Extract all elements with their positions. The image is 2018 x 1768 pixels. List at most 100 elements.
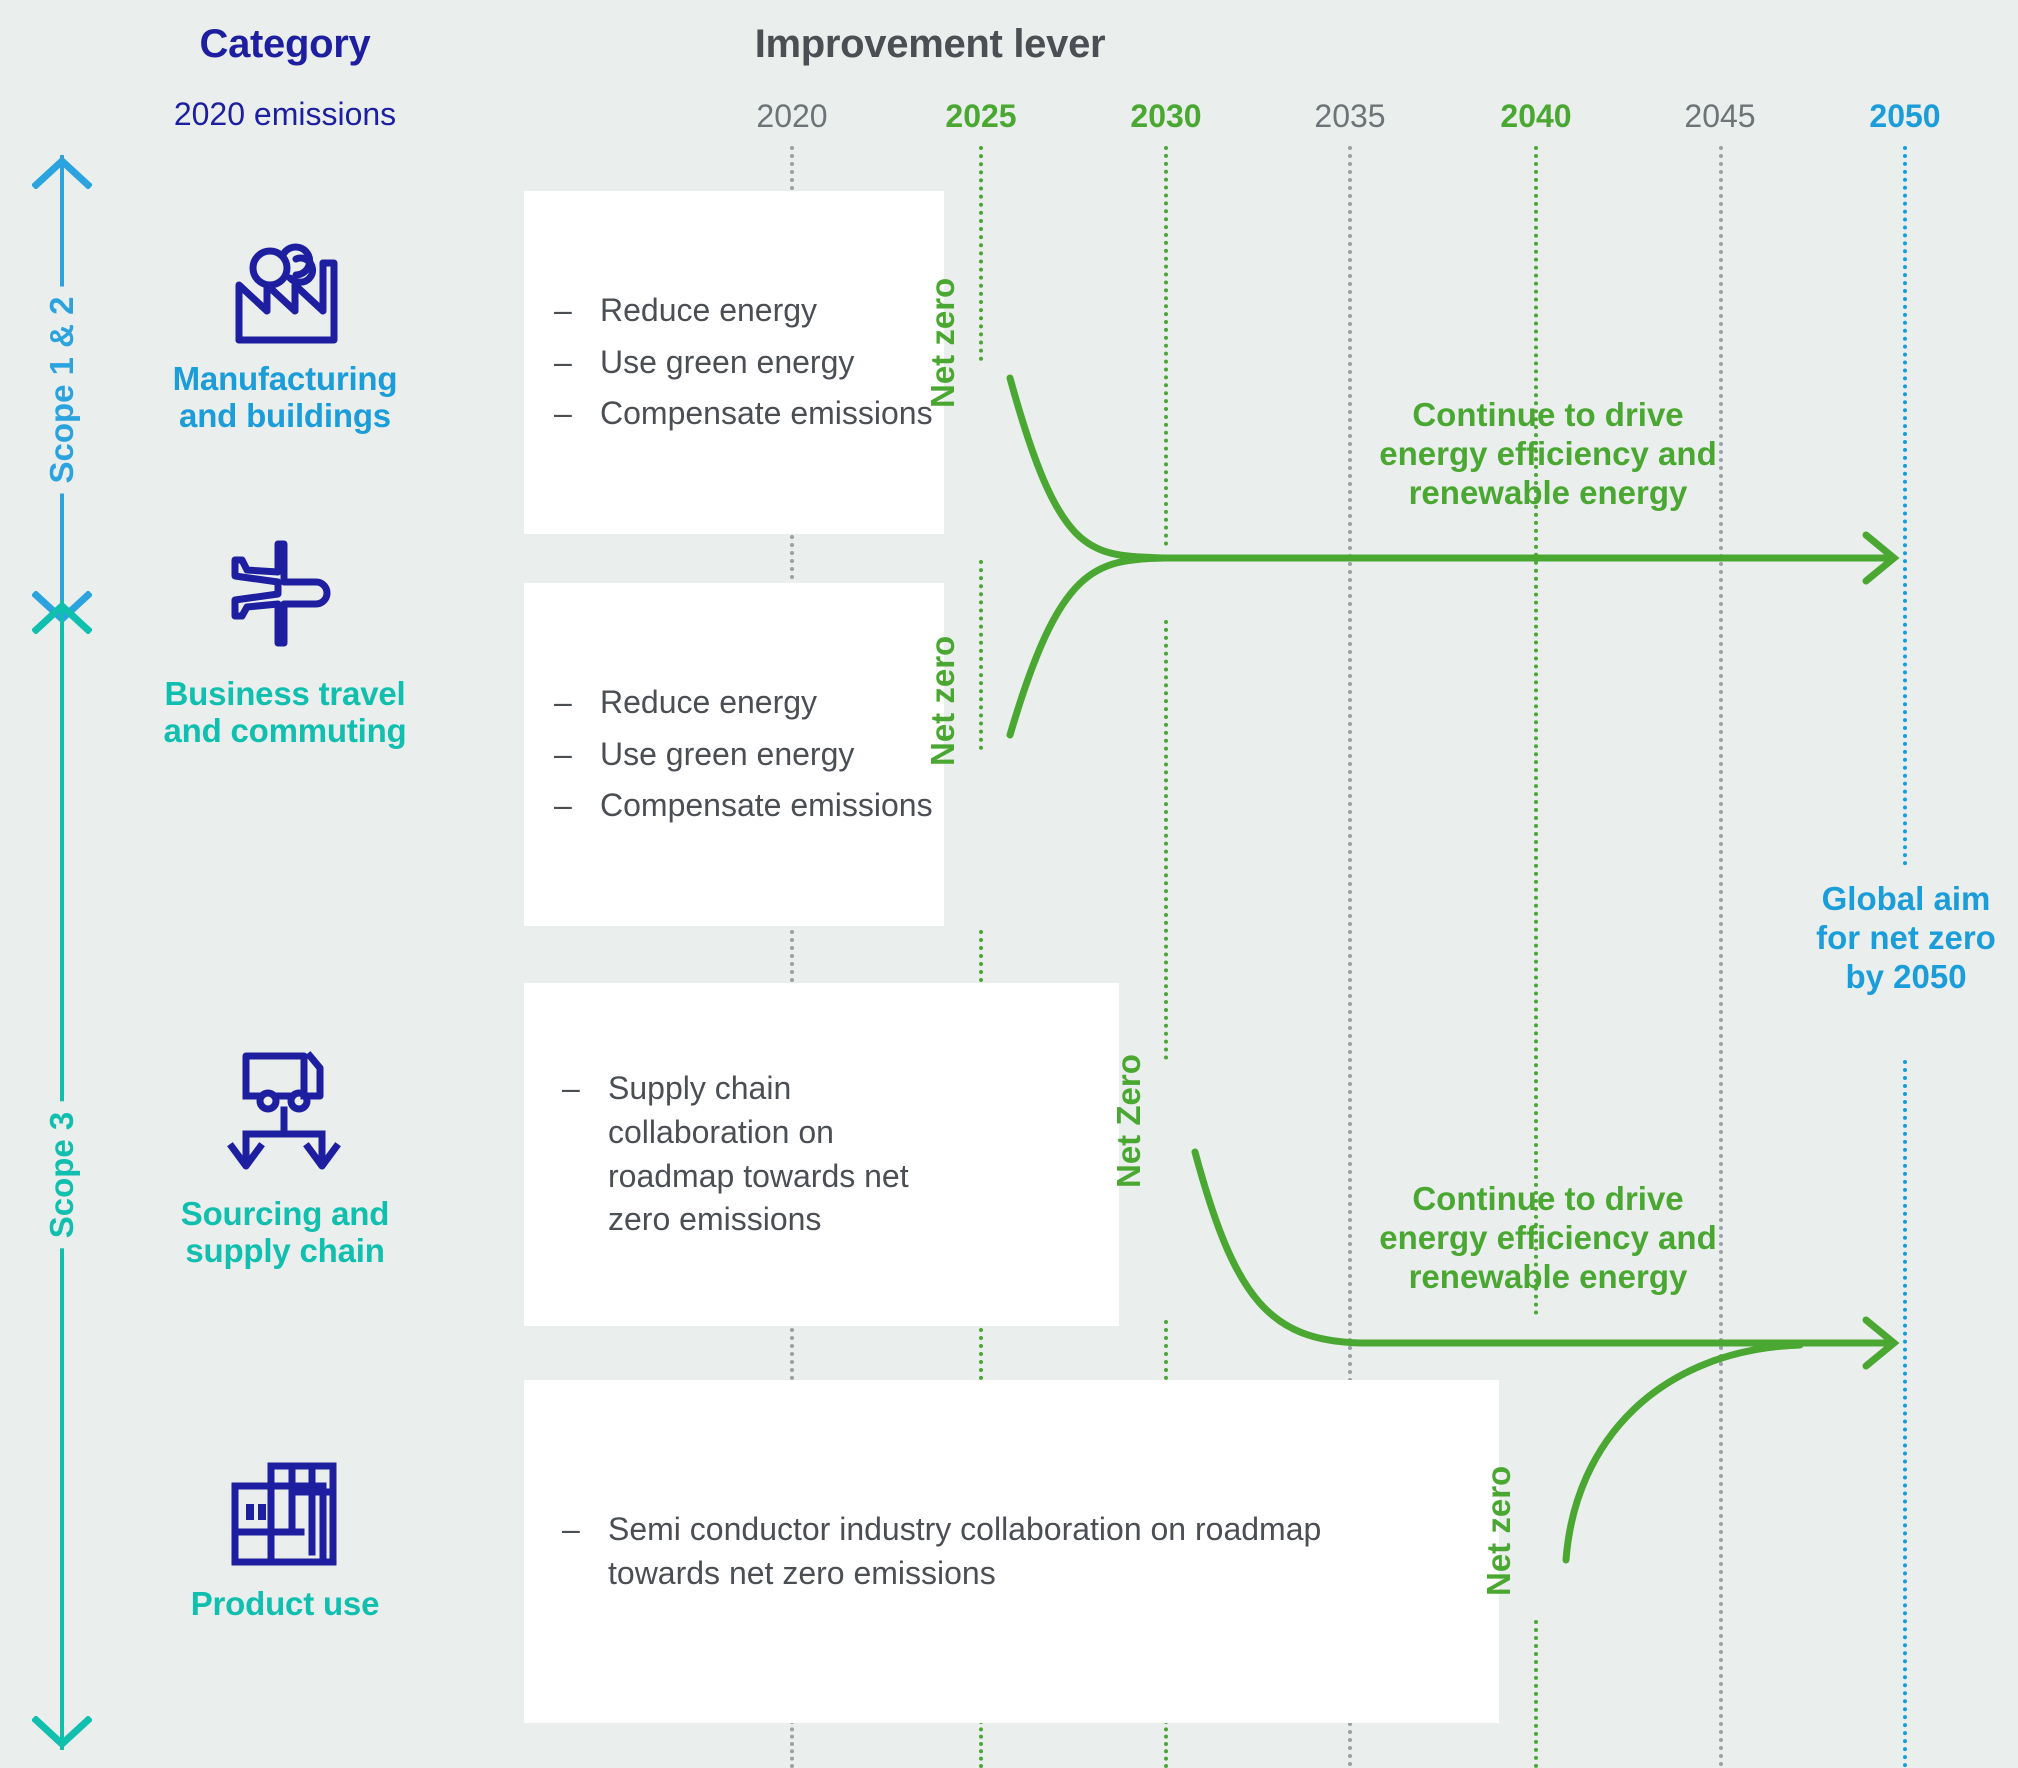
list-item-text: Use green energy <box>600 343 855 380</box>
bullet-dash: – <box>562 1069 580 1106</box>
list-item-text: Reduce energy <box>600 683 818 720</box>
annotation-line: renewable energy <box>1408 1257 1688 1295</box>
bullet-dash: – <box>554 787 572 824</box>
bullet-dash: – <box>562 1510 580 1547</box>
bullet-dash: – <box>554 291 572 328</box>
annotation-line: energy efficiency and <box>1379 1218 1717 1256</box>
year-label-2025: 2025 <box>945 98 1017 134</box>
lever-box-business-travel[interactable]: –Reduce energy –Use green energy –Compen… <box>524 583 944 926</box>
list-item-text: Use green energy <box>600 735 855 772</box>
year-guide-2030-b <box>1164 620 1168 1060</box>
arrow-up-icon <box>32 155 92 189</box>
list-item-text: Semi conductor industry collaboration on… <box>608 1510 1322 1591</box>
category-label-line: Product use <box>190 1585 380 1622</box>
arrow-down-icon <box>32 1716 92 1750</box>
year-guide-2050-b <box>1903 1060 1907 1768</box>
year-guide-2020 <box>790 146 794 206</box>
category-label-line: Business travel <box>164 675 406 712</box>
server-rack-icon <box>120 1440 450 1570</box>
list-item: –Compensate emissions <box>554 392 933 436</box>
year-label-2020: 2020 <box>756 98 828 134</box>
year-label-2050: 2050 <box>1869 98 1941 134</box>
category-label-line: Manufacturing <box>172 360 398 397</box>
improvement-lever-title: Improvement lever <box>754 22 1106 66</box>
list-item-text: Compensate emissions <box>600 395 933 432</box>
scope-label-scope-1-2: Scope 1 & 2 <box>37 286 87 494</box>
list-item-text: Supply chain collaboration on roadmap to… <box>608 1069 909 1238</box>
year-guide-2025-e <box>979 1720 983 1768</box>
curve-net-zero-sourcing <box>1191 1148 1364 1347</box>
lever-list: –Supply chain collaboration on roadmap t… <box>524 1067 942 1242</box>
annotation-line: by 2050 <box>1845 957 1967 995</box>
list-item: –Supply chain collaboration on roadmap t… <box>562 1067 942 1242</box>
annotation-line: for net zero <box>1816 918 1996 956</box>
category-label-line: supply chain <box>185 1231 385 1269</box>
year-guide-2025-d <box>979 1320 983 1380</box>
category-label-line: and commuting <box>163 711 407 749</box>
year-label-2030: 2030 <box>1130 98 1202 134</box>
category-label-business-travel-and-commuting: Business travel and commuting <box>120 675 450 750</box>
curve-net-zero-business-travel <box>1006 554 1168 739</box>
milestone-net-zero-sourcing: Net Zero <box>1110 1054 1147 1188</box>
year-guide-2025-c <box>979 930 983 990</box>
year-label-2040: 2040 <box>1500 98 1572 134</box>
annotation-line: energy efficiency and <box>1379 434 1717 472</box>
bullet-dash: – <box>554 735 572 772</box>
bullet-dash: – <box>554 395 572 432</box>
year-guide-2040 <box>1534 146 1538 1316</box>
milestone-net-zero-product-use: Net zero <box>1480 1465 1517 1596</box>
category-manufacturing-and-buildings[interactable]: Manufacturing and buildings <box>120 215 450 435</box>
lever-box-manufacturing[interactable]: –Reduce energy –Use green energy –Compen… <box>524 191 944 534</box>
lever-list: –Reduce energy –Use green energy –Compen… <box>524 289 933 436</box>
arrow-head-top-icon <box>1862 531 1900 585</box>
annotation-line: Continue to drive <box>1412 1180 1684 1217</box>
lever-list: –Reduce energy –Use green energy –Compen… <box>524 681 933 828</box>
year-guide-2045 <box>1719 146 1723 1768</box>
category-product-use[interactable]: Product use <box>120 1440 450 1623</box>
category-sourcing-and-supply-chain[interactable]: Sourcing and supply chain <box>120 1050 450 1270</box>
category-label-product-use: Product use <box>120 1585 450 1623</box>
arrow-head-bottom-icon <box>1862 1316 1900 1370</box>
category-label-sourcing-and-supply-chain: Sourcing and supply chain <box>120 1195 450 1270</box>
category-label-line: and buildings <box>179 396 391 434</box>
year-guide-2030 <box>1164 146 1168 546</box>
year-guide-2020-e <box>790 1720 794 1768</box>
year-label-2045: 2045 <box>1684 98 1756 134</box>
list-item-text: Compensate emissions <box>600 787 933 824</box>
list-item: –Reduce energy <box>554 289 933 333</box>
curve-net-zero-product-use <box>1562 1341 1804 1564</box>
category-subtitle: 2020 emissions <box>173 96 397 132</box>
annotation-drive-bottom: Continue to drive energy efficiency and … <box>1338 1180 1758 1297</box>
category-label-manufacturing-and-buildings: Manufacturing and buildings <box>120 360 450 435</box>
curve-net-zero-manufacturing <box>1006 374 1168 562</box>
bullet-dash: – <box>554 683 572 720</box>
page-title: Category <box>199 22 371 66</box>
year-label-2035: 2035 <box>1314 98 1386 134</box>
year-guide-2050 <box>1903 146 1907 866</box>
list-item: –Reduce energy <box>554 681 933 725</box>
annotation-line: Continue to drive <box>1412 396 1684 433</box>
lever-box-sourcing[interactable]: –Supply chain collaboration on roadmap t… <box>524 983 1119 1326</box>
category-business-travel-and-commuting[interactable]: Business travel and commuting <box>120 530 450 750</box>
list-item: –Semi conductor industry collaboration o… <box>562 1508 1352 1596</box>
scope-rail-scope-3: Scope 3 <box>22 600 102 1750</box>
year-guide-2040-b <box>1534 1620 1538 1768</box>
lever-list: –Semi conductor industry collaboration o… <box>524 1508 1352 1596</box>
factory-cloud-icon <box>120 215 450 345</box>
year-guide-2025 <box>979 146 983 361</box>
lever-box-product-use[interactable]: –Semi conductor industry collaboration o… <box>524 1380 1499 1723</box>
list-item: –Compensate emissions <box>554 784 933 828</box>
year-guide-2025-b <box>979 560 983 750</box>
annotation-global-aim: Global aim for net zero by 2050 <box>1766 880 2018 997</box>
year-guide-2030-c <box>1164 1320 1168 1380</box>
list-item: –Use green energy <box>554 733 933 777</box>
arrow-up-icon <box>32 600 92 634</box>
truck-distribution-icon <box>120 1050 450 1180</box>
bullet-dash: – <box>554 343 572 380</box>
year-guide-2035 <box>1348 146 1352 1768</box>
airplane-icon <box>120 530 450 660</box>
annotation-line: renewable energy <box>1408 473 1688 511</box>
year-guide-2020-b <box>790 535 794 595</box>
list-item: –Use green energy <box>554 341 933 385</box>
scope-label-scope-3: Scope 3 <box>37 1101 87 1249</box>
